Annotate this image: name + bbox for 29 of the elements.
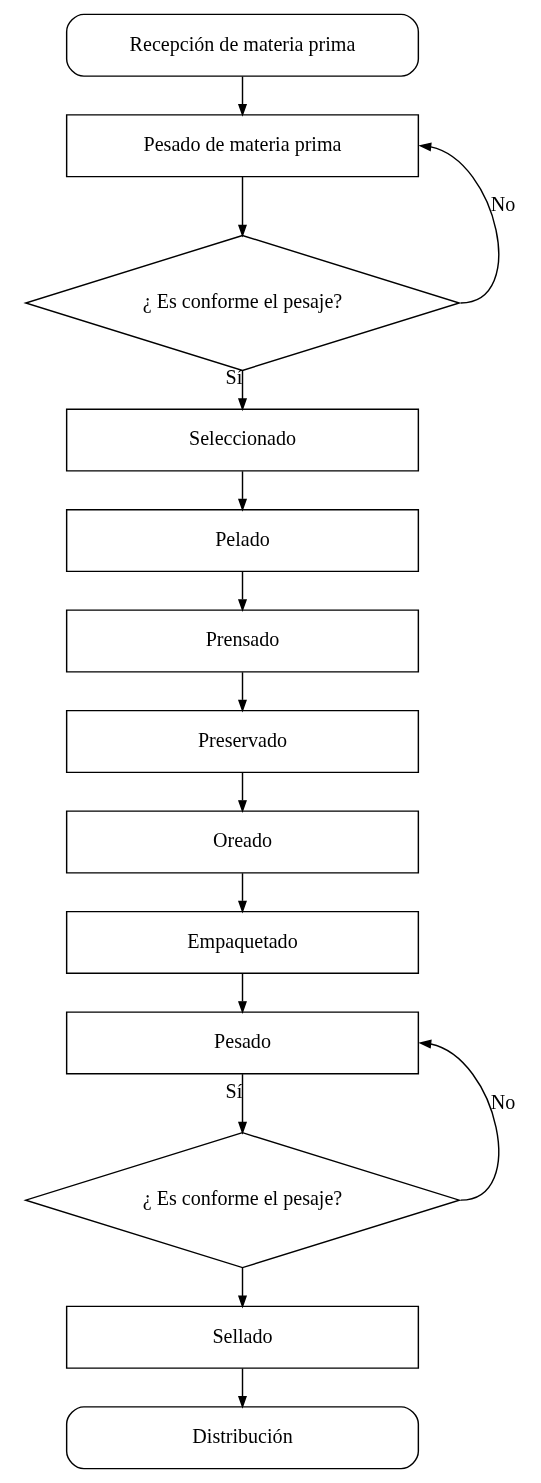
- node-box: Pelado: [65, 508, 420, 573]
- node-box: Prensado: [65, 609, 420, 673]
- edge-label: No: [490, 193, 516, 216]
- arrow: [418, 142, 500, 304]
- arrow: [237, 772, 248, 814]
- arrow: [237, 872, 248, 914]
- node-box: Recepción de materia prima: [65, 13, 420, 77]
- node-box: Oreado: [65, 810, 420, 874]
- node-box: Distribución: [65, 1406, 420, 1470]
- arrow: [237, 176, 248, 238]
- arrow: [237, 1367, 248, 1409]
- node-box: Seleccionado: [65, 408, 420, 472]
- arrow: [237, 369, 248, 412]
- node-box: Pesado: [65, 1011, 420, 1075]
- arrow: [237, 75, 248, 117]
- arrow: [237, 1073, 248, 1135]
- arrow: [237, 571, 248, 613]
- node-box: Empaquetado: [65, 910, 420, 975]
- arrow: [418, 1039, 500, 1201]
- arrow: [237, 1267, 248, 1309]
- arrow: [237, 470, 248, 512]
- node-box: Pesado de materia prima: [65, 114, 420, 178]
- edge-label: Sí: [225, 1079, 243, 1102]
- node-diamond: ¿ Es conforme el pesaje?: [23, 1131, 462, 1269]
- arrow: [237, 671, 248, 713]
- arrow: [237, 973, 248, 1015]
- node-box: Preservado: [65, 709, 420, 774]
- edge-label: No: [490, 1090, 516, 1113]
- node-box: Sellado: [65, 1305, 420, 1369]
